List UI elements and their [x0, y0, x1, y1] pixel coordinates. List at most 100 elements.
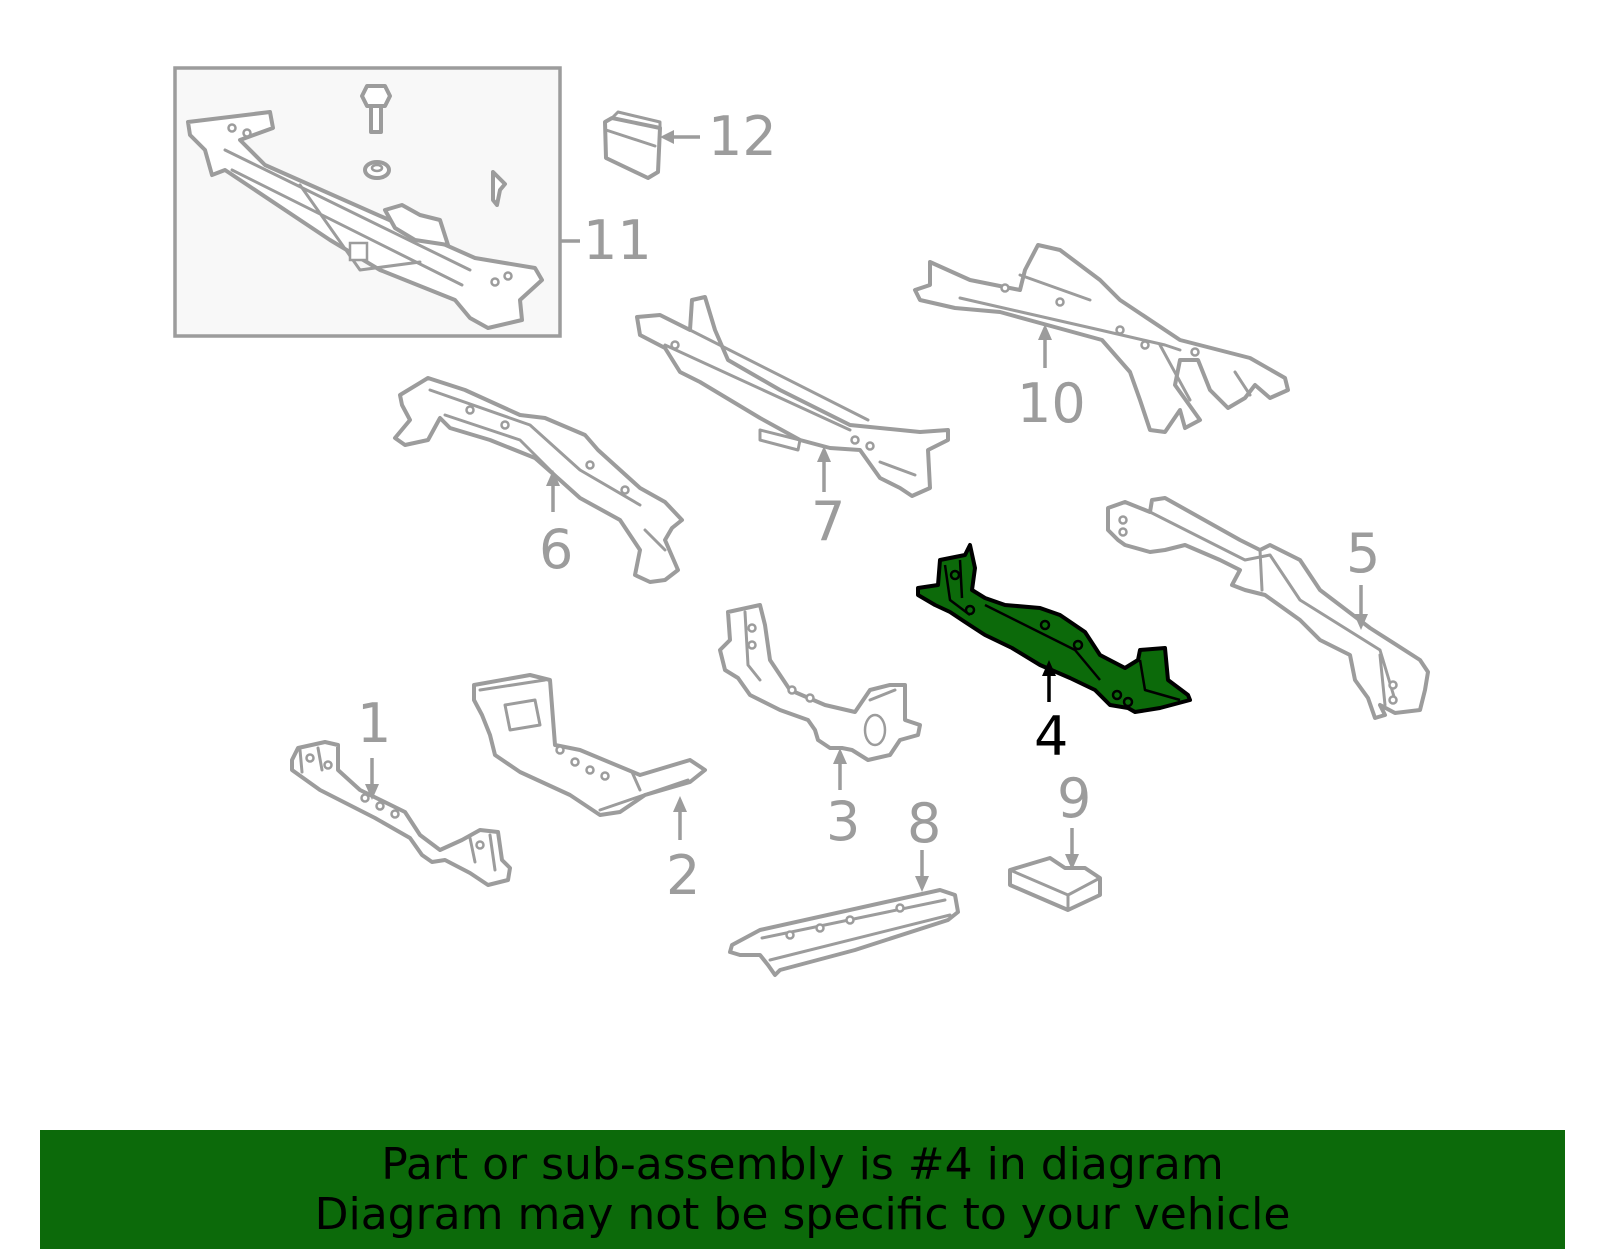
callout-9: 9	[1057, 767, 1091, 830]
part-12-detail	[604, 110, 662, 148]
nut-icon	[363, 160, 391, 180]
part-4-hole	[949, 569, 961, 581]
part-7-hole	[850, 435, 860, 445]
part-10-hole	[1190, 347, 1200, 357]
part-5-crossmember[interactable]: 5	[1106, 496, 1430, 720]
part-10-hole	[1055, 297, 1065, 307]
callout-10: 10	[1017, 372, 1086, 435]
inset-hole	[490, 277, 500, 287]
arrow-10	[1038, 324, 1052, 340]
part-3-hole	[747, 640, 757, 650]
arrow-12	[660, 130, 674, 144]
part-5-hole	[1388, 695, 1398, 705]
inset-bracket	[383, 203, 450, 247]
part-4-hole	[1111, 689, 1123, 701]
part-7-hole	[865, 441, 875, 451]
callout-8: 8	[907, 792, 941, 855]
arrow-1	[365, 784, 379, 800]
part-5-shape	[1106, 496, 1430, 720]
arrow-9	[1065, 854, 1079, 870]
part-9-detail	[1008, 868, 1102, 912]
part-10-detail	[958, 273, 1252, 402]
callout-6: 6	[539, 518, 573, 581]
arrow-3	[833, 748, 847, 764]
part-2-shape	[472, 673, 707, 817]
part-7-shape	[635, 295, 950, 498]
part-3-detail	[743, 610, 897, 702]
part-2-hole	[600, 771, 610, 781]
inset-square-hole	[348, 241, 369, 262]
inset-hole	[227, 123, 237, 133]
callout-11: 11	[583, 209, 652, 272]
part-6-crossmember[interactable]: 6	[393, 376, 684, 584]
callout-3: 3	[826, 790, 860, 853]
part-2-hole	[570, 757, 580, 767]
part-1-shape	[290, 740, 512, 887]
part-3-bracket[interactable]: 3	[718, 603, 922, 853]
part-12-shape	[603, 116, 662, 180]
part-4-hole	[1039, 619, 1051, 631]
part-10-crossmember[interactable]: 10	[913, 243, 1290, 435]
part-1-hole	[375, 801, 385, 811]
part-11-assembly-inset[interactable]: 11	[173, 66, 652, 338]
callout-7: 7	[811, 490, 845, 553]
bolt-icon	[360, 84, 392, 134]
callout-5: 5	[1346, 522, 1380, 585]
clip-icon	[491, 170, 507, 207]
part-8-hole	[815, 923, 825, 933]
callout-1: 1	[357, 692, 391, 755]
arrow-6	[546, 470, 560, 486]
inset-hole	[503, 271, 513, 281]
arrow-4	[1042, 660, 1056, 676]
part-6-hole	[620, 485, 630, 495]
part-1-bracket[interactable]: 1	[290, 692, 512, 887]
part-5-hole	[1388, 680, 1398, 690]
part-1-hole	[323, 760, 333, 770]
part-6-shape	[393, 376, 684, 584]
part-8-bracket[interactable]: 8	[728, 792, 960, 977]
part-3-hole	[747, 623, 757, 633]
part-1-detail	[298, 746, 497, 872]
arrow-2	[673, 796, 687, 812]
part-8-shape	[728, 888, 960, 977]
part-1-hole	[475, 840, 485, 850]
part-3-hole	[787, 685, 797, 695]
part-5-hole	[1118, 527, 1128, 537]
part-8-hole	[895, 903, 905, 913]
part-4-hole	[1072, 639, 1084, 651]
part-4-detail	[943, 559, 1181, 702]
part-6-hole	[465, 405, 475, 415]
part-1-hole	[360, 793, 370, 803]
footer-banner: Part or sub-assembly is #4 in diagram Di…	[40, 1130, 1565, 1249]
part-2-detail	[478, 678, 690, 812]
part-7-crossmember[interactable]: 7	[635, 295, 950, 553]
part-12-pad[interactable]: 12	[603, 105, 777, 180]
footer-part-note: Part or sub-assembly is #4 in diagram	[381, 1138, 1224, 1190]
part-9-pad[interactable]: 9	[1008, 767, 1102, 912]
callout-12: 12	[708, 105, 777, 168]
arrow-8	[915, 876, 929, 892]
part-4-shape	[916, 543, 1192, 714]
part-10-hole	[1140, 340, 1150, 350]
part-8-hole	[845, 915, 855, 925]
part-4-hole	[1122, 696, 1134, 708]
part-4-crossmember-highlighted[interactable]: 4	[916, 543, 1192, 768]
callout-4: 4	[1034, 705, 1068, 768]
part-6-hole	[585, 460, 595, 470]
footer-disclaimer: Diagram may not be specific to your vehi…	[314, 1188, 1291, 1240]
part-10-shape	[913, 243, 1290, 434]
part-4-hole	[964, 604, 976, 616]
part-6-hole	[500, 420, 510, 430]
part-7-hole	[670, 340, 680, 350]
part-3-hole-large	[863, 713, 887, 747]
part-5-detail	[1148, 510, 1397, 707]
inset-hole	[242, 128, 252, 138]
part-7-detail	[663, 328, 917, 477]
part-2-bracket[interactable]: 2	[472, 673, 707, 907]
part-8-hole	[785, 930, 795, 940]
part-1-hole	[305, 753, 315, 763]
part-2-hole	[555, 745, 565, 755]
part-3-hole	[805, 693, 815, 703]
